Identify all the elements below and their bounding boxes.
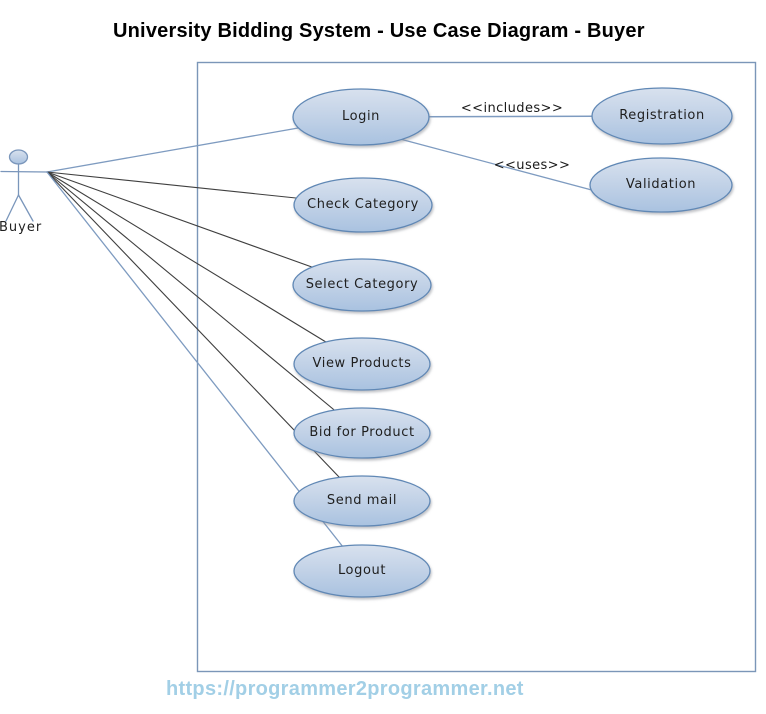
- relation-uses-line: [399, 138, 619, 198]
- use-case-ellipse-view-products: [293, 337, 431, 391]
- use-case-label-check-category: Check Category: [307, 197, 419, 212]
- actor-leg-right: [17, 194, 34, 222]
- diagram-title: University Bidding System - Use Case Dia…: [113, 20, 645, 42]
- relation-label-includes: <<includes>>: [460, 101, 564, 116]
- use-case-label-send-mail: Send mail: [326, 493, 398, 508]
- use-case-label-bid-for-product: Bid for Product: [309, 425, 415, 440]
- actor-arms: [0, 170, 48, 173]
- use-case-label-registration: Registration: [619, 108, 705, 123]
- use-case-ellipse-login: [292, 88, 430, 146]
- footer-link[interactable]: https://programmer2programmer.net: [166, 678, 524, 700]
- use-case-ellipse-bid-for-product: [293, 407, 431, 459]
- actor-label: Buyer: [0, 220, 43, 235]
- use-case-ellipse-registration: [591, 87, 733, 145]
- association-buyer-bid-for-product: [46, 171, 363, 434]
- use-case-label-view-products: View Products: [312, 356, 412, 371]
- system-boundary: [196, 61, 757, 673]
- use-case-ellipse-select-category: [292, 258, 432, 312]
- association-buyer-view-products: [46, 171, 363, 365]
- use-case-label-logout: Logout: [337, 563, 387, 578]
- use-case-label-validation: Validation: [625, 177, 697, 192]
- use-case-ellipse-logout: [293, 544, 431, 598]
- actor-leg-left: [5, 194, 20, 222]
- use-case-label-select-category: Select Category: [305, 277, 419, 292]
- use-case-ellipses: [292, 87, 733, 598]
- actor-figure: [0, 149, 48, 222]
- use-case-ellipse-check-category: [293, 177, 433, 233]
- actor-head: [8, 149, 29, 165]
- relation-label-uses: <<uses>>: [493, 158, 571, 173]
- use-case-label-login: Login: [341, 109, 381, 124]
- use-case-ellipse-send-mail: [293, 475, 431, 527]
- use-case-ellipse-validation: [589, 157, 733, 213]
- association-buyer-select-category: [46, 171, 363, 286]
